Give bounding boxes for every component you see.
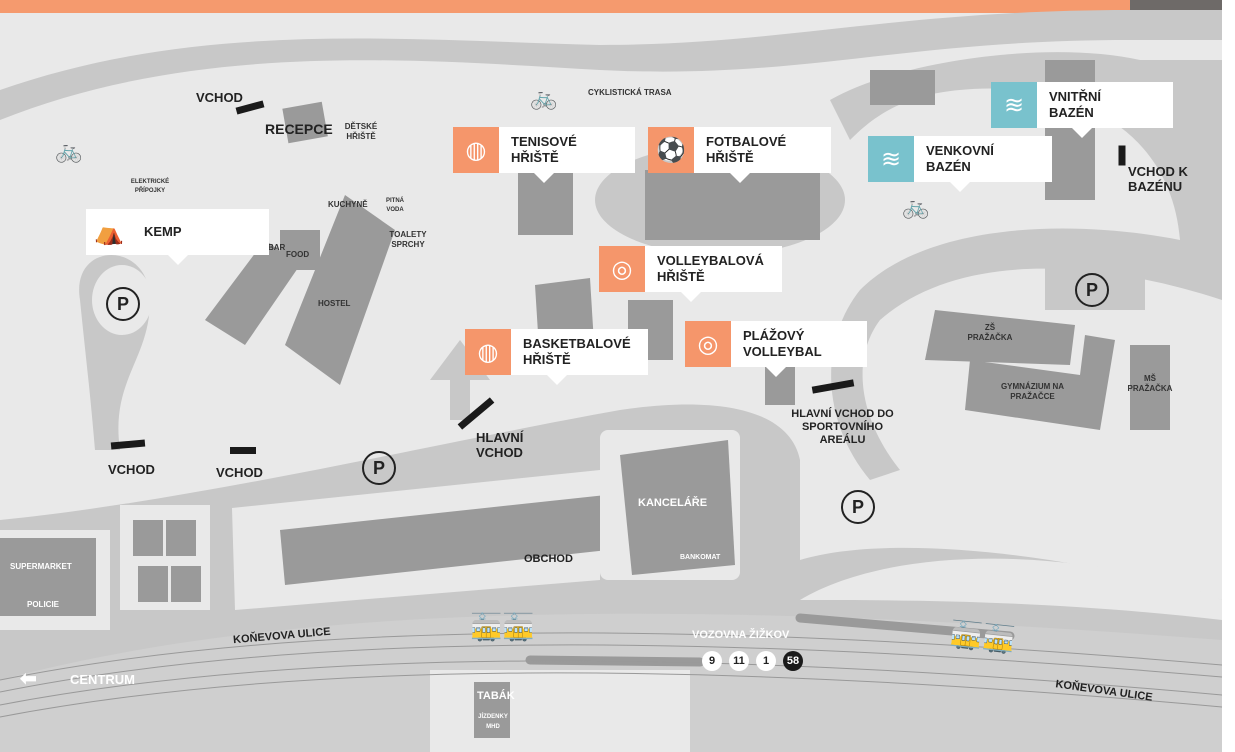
tram-line-badge: 9 [702, 651, 722, 671]
arrow-left-icon: ⬅ [20, 668, 37, 690]
tram-icon: 🚋🚋 [948, 618, 1017, 656]
tram-icon: 🚋🚋 [470, 612, 535, 642]
volleyball-icon: ◎ [685, 321, 731, 367]
label-gymnazium: GYMNÁZIUM NA PRAŽAČCE [1000, 382, 1065, 401]
label-zs-prazacka: ZŠ PRAŽAČKA [967, 323, 1013, 342]
label-hlavni-vchod: HLAVNÍ VCHOD [476, 430, 524, 460]
top-accent-bar [0, 0, 1130, 13]
poi-card-plazovy-volejbal[interactable]: ◎PLÁŽOVÝ VOLLEYBAL [685, 321, 867, 377]
top-dark-bar [1130, 0, 1222, 13]
parking-icon: P [106, 287, 140, 321]
basketball-icon: ◍ [465, 329, 511, 375]
label-hostel: HOSTEL [318, 299, 351, 308]
label-kancelare: KANCELÁŘE [638, 497, 708, 509]
water-waves-icon: ≋ [868, 136, 914, 182]
bicycle-icon: 🚲 [530, 85, 558, 110]
parking-icon: P [841, 490, 875, 524]
poi-card-fotbal[interactable]: ⚽FOTBALOVÉ HŘIŠTĚ [648, 127, 831, 183]
gate-marker [1118, 145, 1126, 166]
label-hlavni-vchod-sport: HLAVNÍ VCHOD DO SPORTOVNÍHO AREÁLU [791, 408, 894, 446]
label-bar: BAR [268, 243, 286, 252]
poi-card-kemp[interactable]: ⛺KEMP [86, 209, 269, 265]
poi-card-venkovni-bazen[interactable]: ≋VENKOVNÍ BAZÉN [868, 136, 1052, 192]
poi-card-basketbal[interactable]: ◍BASKETBALOVÉ HŘIŠTĚ [465, 329, 648, 385]
soccer-ball-icon: ⚽ [648, 127, 694, 173]
label-recepce: RECEPCE [265, 121, 333, 137]
label-tabak: TABÁK [477, 690, 515, 702]
label-obchod: OBCHOD [524, 553, 573, 565]
tram-line-badge: 11 [729, 651, 749, 671]
label-ms-prazacka: MŠ PRAŽAČKA [1127, 374, 1173, 393]
tram-line-badge: 1 [756, 651, 776, 671]
label-vozovna-zizkov: VOZOVNA ŽIŽKOV [692, 629, 790, 641]
label-vchod: VCHOD [196, 90, 243, 105]
label-food: FOOD [286, 250, 310, 259]
label-toalety-sprchy: TOALETY SPRCHY [389, 230, 427, 249]
water-waves-icon: ≋ [991, 82, 1037, 128]
label-detske-hriste: DĚTSKÉ HŘIŠTĚ [344, 122, 378, 141]
label-vchod-k-bazenu: VCHOD K BAZÉNU [1128, 164, 1188, 194]
road-ring [830, 52, 1222, 481]
parking-icon: P [1075, 273, 1109, 307]
road-top [0, 10, 1222, 120]
label-pitna-voda: PITNÁ VODA [386, 198, 404, 213]
label-kuchyne: KUCHYNĚ [328, 200, 368, 209]
tent-icon: ⛺ [94, 218, 124, 246]
tram-line-badge: 58 [783, 651, 803, 671]
label-vchod: VCHOD [216, 465, 263, 480]
poi-card-volejbal[interactable]: ◎VOLLEYBALOVÁ HŘIŠTĚ [599, 246, 782, 302]
label-bankomat: BANKOMAT [680, 554, 721, 561]
label-supermarket: SUPERMARKET [10, 562, 72, 571]
label-jizdenky-mhd: JÍZDENKY MHD [478, 714, 508, 730]
label-policie: POLICIE [27, 600, 60, 609]
label-vchod: VCHOD [108, 462, 155, 477]
poi-card-tenis[interactable]: ◍TENISOVÉ HŘIŠTĚ [453, 127, 635, 183]
tennis-ball-icon: ◍ [453, 127, 499, 173]
poi-card-vnitrni-bazen[interactable]: ≋VNITŘNÍ BAZÉN [991, 82, 1173, 138]
label-cyklisticka-trasa: CYKLISTICKÁ TRASA [588, 88, 672, 97]
parking-icon: P [362, 451, 396, 485]
label-centrum: CENTRUM [70, 672, 135, 687]
gate-marker [230, 447, 256, 454]
label-elektricke-pripojky: ELEKTRICKÉ PŘÍPOJKY [130, 179, 170, 194]
bicycle-icon: 🚲 [902, 194, 930, 219]
bicycle-icon: 🚲 [55, 138, 83, 163]
volleyball-icon: ◎ [599, 246, 645, 292]
